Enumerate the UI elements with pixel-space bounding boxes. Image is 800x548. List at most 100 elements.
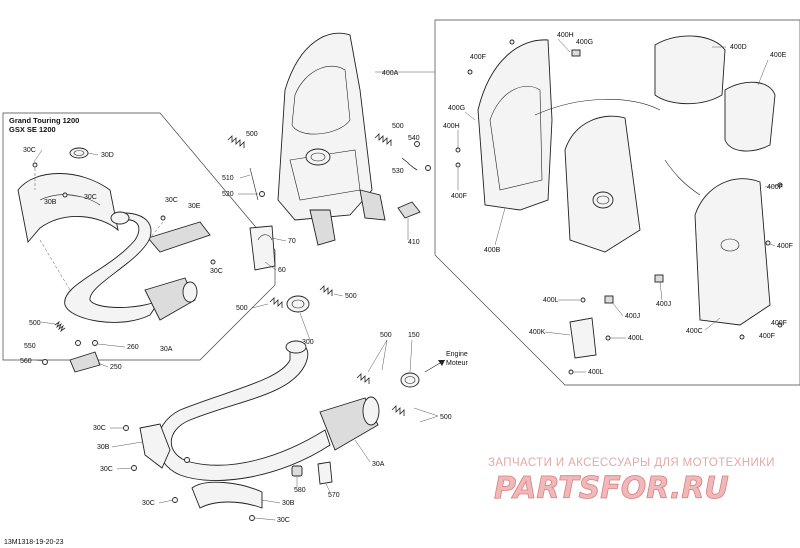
- callout-400H: 400H: [443, 123, 460, 130]
- callout-400G: 400G: [576, 39, 593, 46]
- callout-550: 550: [24, 343, 36, 350]
- callout-30D: 30D: [101, 152, 114, 159]
- right-panel: 400H 400G 400F 400G 400H 400F 400B 400D …: [434, 19, 800, 386]
- exhaust-pipe-part: [157, 343, 331, 481]
- callout-30B: 30B: [282, 500, 295, 507]
- callout-400F: 400F: [777, 243, 793, 250]
- callout-570: 570: [328, 492, 340, 499]
- spring-part: [391, 405, 405, 416]
- spring-part: [374, 133, 392, 146]
- inset-title-model-2: GSX SE 1200: [9, 125, 56, 134]
- gasket-part: [724, 81, 776, 152]
- engine-label-en: Engine: [446, 351, 468, 358]
- bracket-part: [249, 225, 276, 271]
- callout-500: 500: [345, 293, 357, 300]
- bracket-part: [317, 461, 333, 485]
- watermark: ЗАПЧАСТИ И АКСЕССУАРЫ ДЛЯ МОТОТЕХНИКИ PA…: [488, 457, 775, 506]
- center-gasket-group: 500 500 300: [236, 285, 357, 346]
- assembly-arrow: [664, 159, 701, 196]
- callout-30C: 30C: [165, 197, 178, 204]
- gasket-ring-part: [286, 295, 310, 313]
- callout-30C: 30C: [23, 147, 36, 154]
- callout-30C: 30C: [142, 500, 155, 507]
- gasket-part: [654, 35, 726, 105]
- assembly-arrow: [534, 99, 661, 116]
- callout-500: 500: [246, 131, 258, 138]
- callout-70: 70: [288, 238, 296, 245]
- exhaust-pipe-part: [64, 212, 162, 323]
- callout-400F: 400F: [470, 54, 486, 61]
- callout-400F: 400F: [767, 184, 783, 191]
- catalytic-converter-part: [144, 277, 196, 321]
- watermark-tagline: ЗАПЧАСТИ И АКСЕССУАРЫ ДЛЯ МОТОТЕХНИКИ: [488, 457, 775, 469]
- diagram-code: 13M1318-19-20-23: [4, 539, 64, 546]
- callout-560: 560: [20, 358, 32, 365]
- spring-part: [54, 320, 66, 333]
- main-muffler-assembly: 400A 500 510 520 500 540 530 410 70 60: [222, 32, 435, 274]
- callout-400J: 400J: [656, 301, 671, 308]
- bracket-part: [569, 317, 597, 359]
- callout-400J: 400J: [625, 313, 640, 320]
- callout-400D: 400D: [730, 44, 747, 51]
- callout-500: 500: [29, 320, 41, 327]
- callout-400B: 400B: [484, 247, 501, 254]
- callout-400H: 400H: [557, 32, 574, 39]
- callout-400K: 400K: [529, 329, 546, 336]
- callout-30A: 30A: [372, 461, 385, 468]
- callout-500: 500: [440, 414, 452, 421]
- callout-250: 250: [110, 364, 122, 371]
- callout-410: 410: [408, 239, 420, 246]
- heat-shield-part: [17, 173, 119, 244]
- bushing-part: [291, 465, 303, 477]
- spring-part: [227, 135, 245, 148]
- bracket-part: [69, 351, 101, 373]
- heat-shield-part: [191, 481, 263, 509]
- bottom-pipe-assembly: 500 150 Engine Moteur 500 30A 30C 30B 30…: [93, 332, 468, 524]
- inset-title-model-1: Grand Touring 1200: [9, 116, 79, 125]
- spring-part: [269, 297, 283, 308]
- callout-400E: 400E: [770, 52, 787, 59]
- spring-part: [319, 285, 333, 296]
- callout-30C: 30C: [100, 466, 113, 473]
- callout-400L: 400L: [628, 335, 644, 342]
- callout-500: 500: [392, 123, 404, 130]
- callout-400L: 400L: [543, 297, 559, 304]
- muffler-cover-part: [694, 178, 771, 326]
- callout-510: 510: [222, 175, 234, 182]
- rubber-block-part: [397, 201, 421, 219]
- callout-30C: 30C: [84, 194, 97, 201]
- callout-530: 530: [392, 168, 404, 175]
- callout-30C: 30C: [210, 268, 223, 275]
- callout-400C: 400C: [686, 328, 703, 335]
- rod-part: [249, 167, 259, 201]
- spring-part: [401, 157, 418, 171]
- callout-400F: 400F: [771, 320, 787, 327]
- inset-panel: Grand Touring 1200 GSX SE 1200 30C 30D 3…: [2, 112, 276, 373]
- callout-30C: 30C: [277, 517, 290, 524]
- callout-500: 500: [236, 305, 248, 312]
- callout-400F: 400F: [451, 193, 467, 200]
- muffler-inner-part: [564, 115, 641, 253]
- clamp-part: [69, 147, 89, 159]
- callout-400A: 400A: [382, 70, 399, 77]
- muffler-body-part: [277, 32, 373, 221]
- callout-30B: 30B: [97, 444, 110, 451]
- spring-part: [356, 373, 370, 384]
- callout-400F: 400F: [759, 333, 775, 340]
- right-panel-outline: [434, 19, 800, 386]
- heat-shield-part: [139, 423, 171, 469]
- callout-400L: 400L: [588, 369, 604, 376]
- callout-500: 500: [380, 332, 392, 339]
- engine-label-fr: Moteur: [446, 360, 468, 367]
- clamp-part: [400, 372, 420, 388]
- callout-540: 540: [408, 135, 420, 142]
- callout-150: 150: [408, 332, 420, 339]
- callout-400G: 400G: [448, 105, 465, 112]
- callout-520: 520: [222, 191, 234, 198]
- callout-300: 300: [302, 339, 314, 346]
- muffler-inlet: [305, 148, 331, 166]
- callout-30E: 30E: [188, 203, 201, 210]
- callout-30A: 30A: [160, 346, 173, 353]
- inset-panel-outline: [2, 112, 276, 361]
